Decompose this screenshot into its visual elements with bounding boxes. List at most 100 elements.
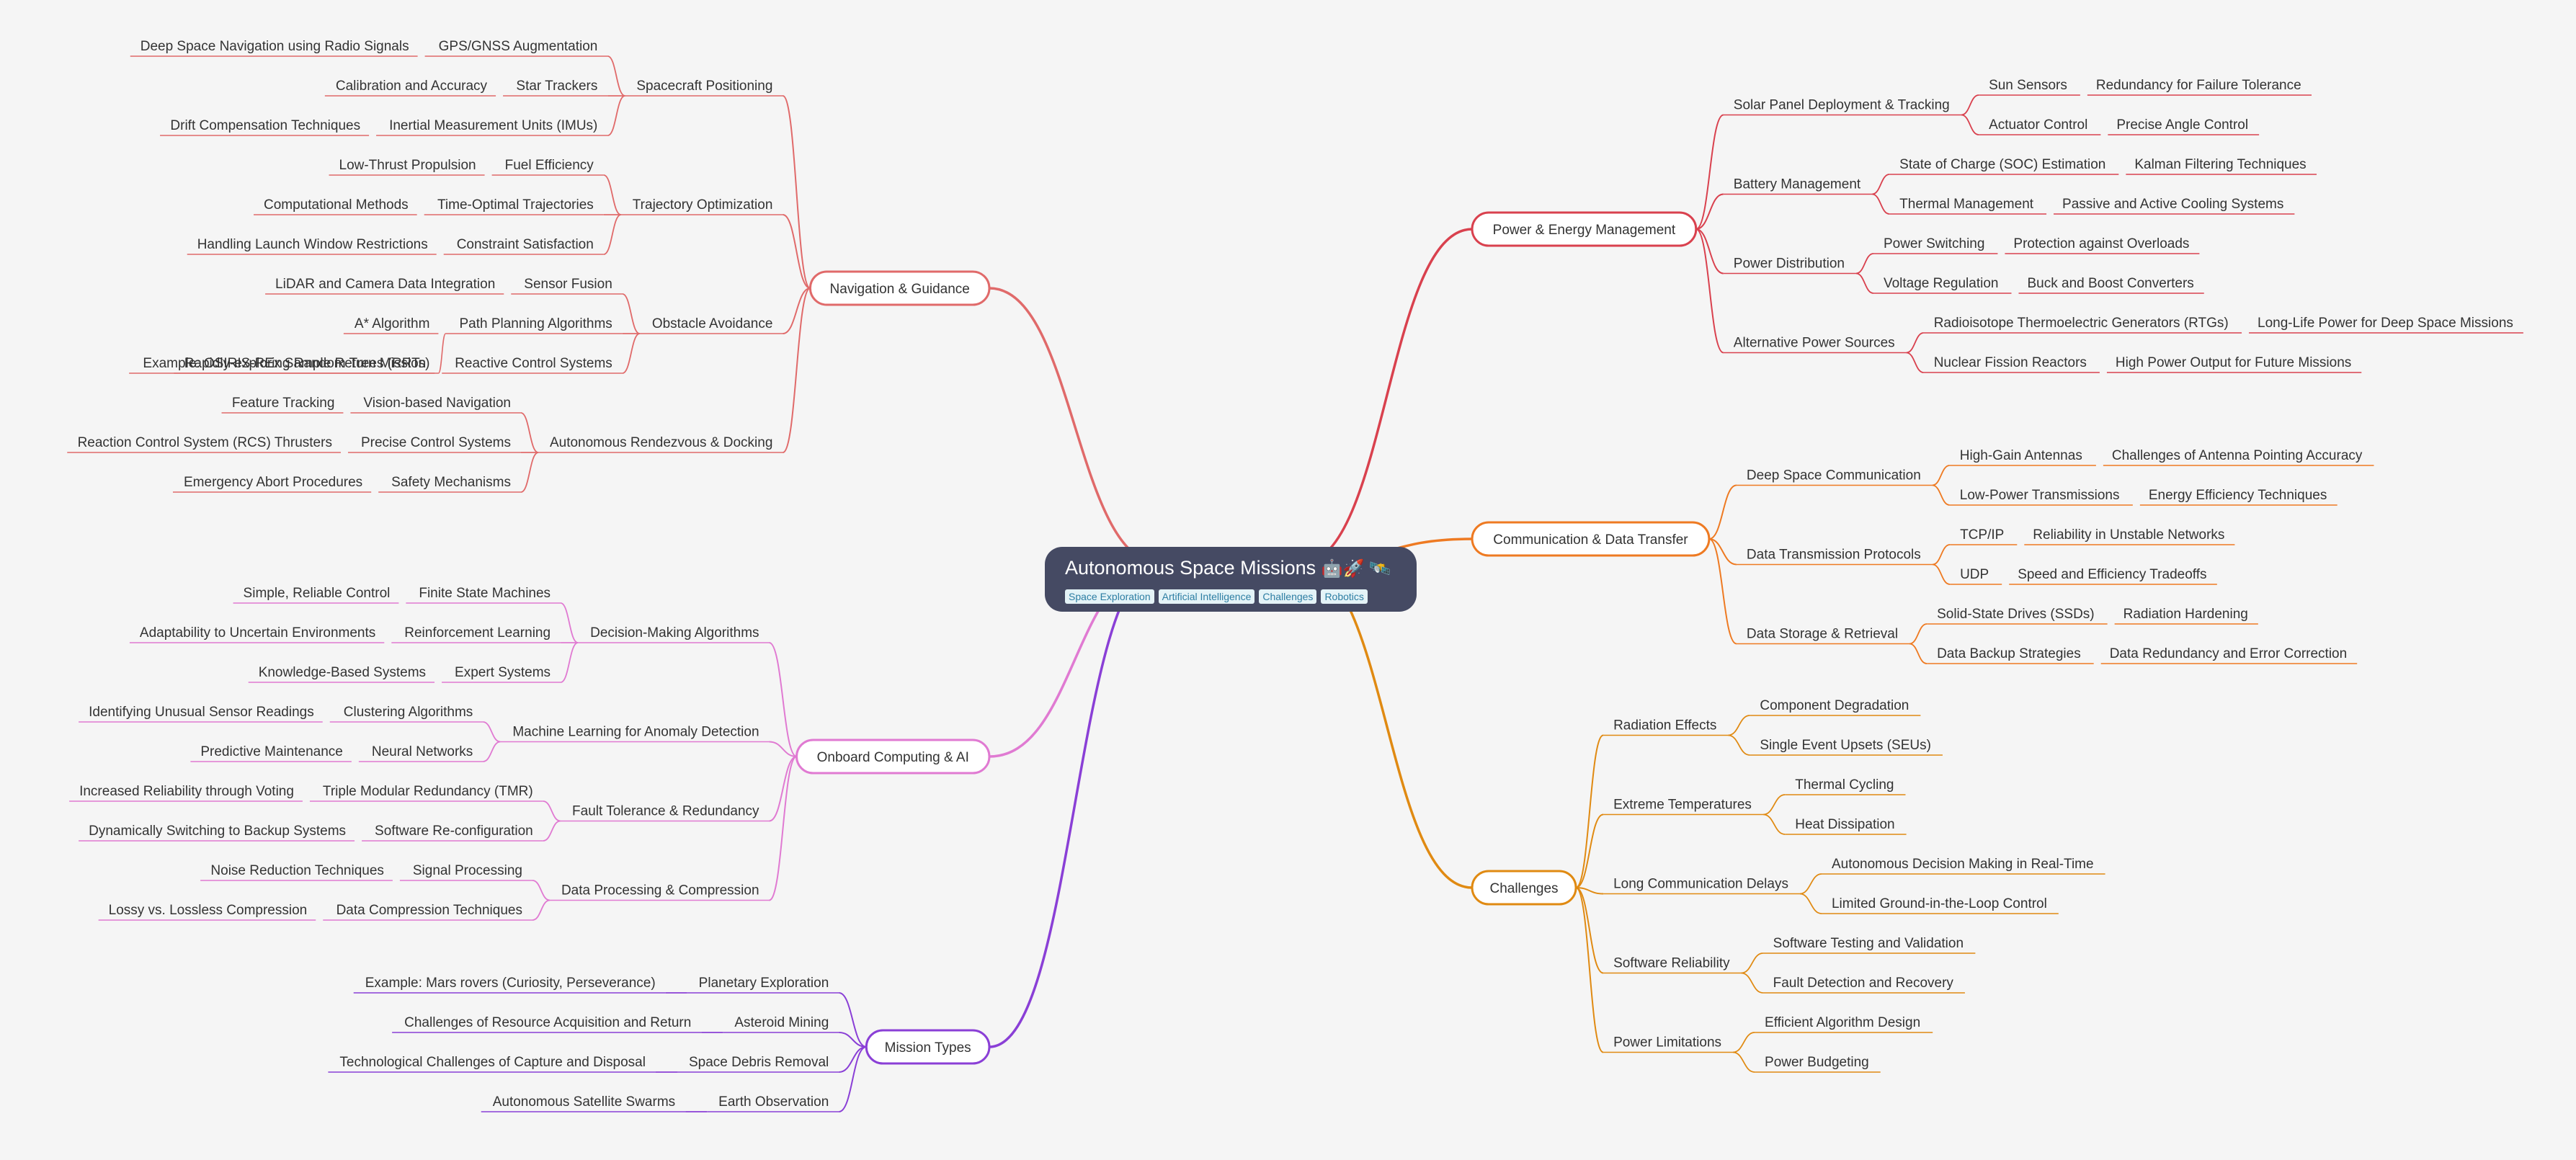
node-data-storage-retrieval[interactable]: Data Storage & Retrieval xyxy=(1747,627,1898,642)
node-protection-against-overloads[interactable]: Protection against Overloads xyxy=(2013,236,2189,251)
node-buck-and-boost-converters[interactable]: Buck and Boost Converters xyxy=(2027,276,2193,291)
node-solar-panel-deployment-tracking[interactable]: Solar Panel Deployment & Tracking xyxy=(1734,98,1950,113)
branch-mission-types[interactable]: Mission Types xyxy=(865,1029,991,1065)
node-time-optimal-trajectories[interactable]: Time-Optimal Trajectories xyxy=(437,197,594,213)
node-reactive-control-systems[interactable]: Reactive Control Systems xyxy=(455,356,612,371)
branch-challenges[interactable]: Challenges xyxy=(1471,870,1577,906)
branch-navigation-guidance[interactable]: Navigation & Guidance xyxy=(808,270,991,306)
node-radiation-hardening[interactable]: Radiation Hardening xyxy=(2123,607,2248,622)
tag-artificial-intelligence[interactable]: Artificial Intelligence xyxy=(1158,589,1255,604)
node-vision-based-navigation[interactable]: Vision-based Navigation xyxy=(363,396,511,411)
node-lidar-and-camera-data-integration[interactable]: LiDAR and Camera Data Integration xyxy=(275,277,495,292)
node-space-debris-removal[interactable]: Space Debris Removal xyxy=(689,1055,829,1070)
node-data-redundancy-and-error-correction[interactable]: Data Redundancy and Error Correction xyxy=(2110,646,2348,661)
node-deep-space-navigation-using-radio-signals[interactable]: Deep Space Navigation using Radio Signal… xyxy=(141,39,409,54)
node-signal-processing[interactable]: Signal Processing xyxy=(413,863,522,878)
node-spacecraft-positioning[interactable]: Spacecraft Positioning xyxy=(636,79,772,94)
node-data-compression-techniques[interactable]: Data Compression Techniques xyxy=(337,903,522,918)
branch-onboard-computing-ai[interactable]: Onboard Computing & AI xyxy=(795,739,991,775)
node-high-power-output-for-future-missions[interactable]: High Power Output for Future Missions xyxy=(2116,355,2351,370)
node-predictive-maintenance[interactable]: Predictive Maintenance xyxy=(200,744,343,759)
node-deep-space-communication[interactable]: Deep Space Communication xyxy=(1747,468,1921,483)
branch-power-energy-management[interactable]: Power & Energy Management xyxy=(1471,211,1698,247)
node-safety-mechanisms[interactable]: Safety Mechanisms xyxy=(391,475,511,490)
node-data-processing-compression[interactable]: Data Processing & Compression xyxy=(561,883,759,898)
node-udp[interactable]: UDP xyxy=(1960,567,1989,582)
node-data-backup-strategies[interactable]: Data Backup Strategies xyxy=(1937,646,2081,661)
node-energy-efficiency-techniques[interactable]: Energy Efficiency Techniques xyxy=(2149,488,2327,503)
node-tcp-ip[interactable]: TCP/IP xyxy=(1960,527,2004,543)
node-dynamically-switching-to-backup-systems[interactable]: Dynamically Switching to Backup Systems xyxy=(89,824,346,839)
branch-communication-data-transfer[interactable]: Communication & Data Transfer xyxy=(1471,521,1711,557)
node-challenges-of-resource-acquisition-and-return[interactable]: Challenges of Resource Acquisition and R… xyxy=(404,1015,691,1030)
node-radiation-effects[interactable]: Radiation Effects xyxy=(1613,718,1716,733)
node-path-planning-algorithms[interactable]: Path Planning Algorithms xyxy=(459,316,612,331)
node-obstacle-avoidance[interactable]: Obstacle Avoidance xyxy=(652,316,773,331)
node-adaptability-to-uncertain-environments[interactable]: Adaptability to Uncertain Environments xyxy=(140,625,375,641)
tag-space-exploration[interactable]: Space Exploration xyxy=(1065,589,1154,604)
node-autonomous-decision-making-in-real-time[interactable]: Autonomous Decision Making in Real-Time xyxy=(1832,857,2094,872)
node-fuel-efficiency[interactable]: Fuel Efficiency xyxy=(505,158,594,173)
node-constraint-satisfaction[interactable]: Constraint Satisfaction xyxy=(457,237,594,252)
node-fault-detection-and-recovery[interactable]: Fault Detection and Recovery xyxy=(1773,976,1954,991)
node-speed-and-efficiency-tradeoffs[interactable]: Speed and Efficiency Tradeoffs xyxy=(2018,567,2206,582)
node-asteroid-mining[interactable]: Asteroid Mining xyxy=(734,1015,829,1030)
node-drift-compensation-techniques[interactable]: Drift Compensation Techniques xyxy=(170,118,360,133)
node-redundancy-for-failure-tolerance[interactable]: Redundancy for Failure Tolerance xyxy=(2096,78,2301,93)
node-component-degradation[interactable]: Component Degradation xyxy=(1760,698,1909,713)
node-reinforcement-learning[interactable]: Reinforcement Learning xyxy=(404,625,551,641)
node-low-thrust-propulsion[interactable]: Low-Thrust Propulsion xyxy=(339,158,476,173)
root-node[interactable]: Autonomous Space Missions 🤖🚀 🛰️ Space Ex… xyxy=(1045,547,1417,612)
node-identifying-unusual-sensor-readings[interactable]: Identifying Unusual Sensor Readings xyxy=(89,705,314,720)
node-state-of-charge-soc-estimation[interactable]: State of Charge (SOC) Estimation xyxy=(1899,157,2105,172)
node-radioisotope-thermoelectric-generators-rtgs[interactable]: Radioisotope Thermoelectric Generators (… xyxy=(1934,316,2229,331)
node-software-re-configuration[interactable]: Software Re-configuration xyxy=(375,824,533,839)
node-challenges-of-antenna-pointing-accuracy[interactable]: Challenges of Antenna Pointing Accuracy xyxy=(2112,448,2363,463)
node-rapidly-exploring-random-trees-rrts[interactable]: Rapidly-exploring Random Trees (RRTs) xyxy=(184,356,430,371)
node-precise-angle-control[interactable]: Precise Angle Control xyxy=(2116,117,2248,133)
node-simple-reliable-control[interactable]: Simple, Reliable Control xyxy=(244,586,391,601)
node-long-life-power-for-deep-space-missions[interactable]: Long-Life Power for Deep Space Missions xyxy=(2258,316,2513,331)
node-sensor-fusion[interactable]: Sensor Fusion xyxy=(524,277,612,292)
node-triple-modular-redundancy-tmr[interactable]: Triple Modular Redundancy (TMR) xyxy=(323,784,533,799)
node-sun-sensors[interactable]: Sun Sensors xyxy=(1989,78,2067,93)
node-lossy-vs-lossless-compression[interactable]: Lossy vs. Lossless Compression xyxy=(109,903,308,918)
node-power-budgeting[interactable]: Power Budgeting xyxy=(1765,1055,1869,1070)
node-efficient-algorithm-design[interactable]: Efficient Algorithm Design xyxy=(1765,1015,1920,1030)
node-fault-tolerance-redundancy[interactable]: Fault Tolerance & Redundancy xyxy=(572,804,759,819)
node-thermal-management[interactable]: Thermal Management xyxy=(1899,197,2034,212)
node-battery-management[interactable]: Battery Management xyxy=(1734,177,1861,192)
node-increased-reliability-through-voting[interactable]: Increased Reliability through Voting xyxy=(79,784,294,799)
node-inertial-measurement-units-imus[interactable]: Inertial Measurement Units (IMUs) xyxy=(389,118,597,133)
node-neural-networks[interactable]: Neural Networks xyxy=(372,744,473,759)
node-software-testing-and-validation[interactable]: Software Testing and Validation xyxy=(1773,936,1964,951)
node-autonomous-satellite-swarms[interactable]: Autonomous Satellite Swarms xyxy=(493,1094,675,1110)
node-thermal-cycling[interactable]: Thermal Cycling xyxy=(1795,777,1894,793)
node-power-limitations[interactable]: Power Limitations xyxy=(1613,1035,1721,1050)
node-reliability-in-unstable-networks[interactable]: Reliability in Unstable Networks xyxy=(2033,527,2224,543)
node-power-switching[interactable]: Power Switching xyxy=(1884,236,1984,251)
node-star-trackers[interactable]: Star Trackers xyxy=(516,79,597,94)
node-nuclear-fission-reactors[interactable]: Nuclear Fission Reactors xyxy=(1934,355,2087,370)
node-reaction-control-system-rcs-thrusters[interactable]: Reaction Control System (RCS) Thrusters xyxy=(78,435,332,450)
node-feature-tracking[interactable]: Feature Tracking xyxy=(232,396,335,411)
node-a-algorithm[interactable]: A* Algorithm xyxy=(355,316,430,331)
node-calibration-and-accuracy[interactable]: Calibration and Accuracy xyxy=(336,79,488,94)
node-gps-gnss-augmentation[interactable]: GPS/GNSS Augmentation xyxy=(439,39,598,54)
node-long-communication-delays[interactable]: Long Communication Delays xyxy=(1613,877,1788,892)
node-knowledge-based-systems[interactable]: Knowledge-Based Systems xyxy=(259,665,426,680)
node-clustering-algorithms[interactable]: Clustering Algorithms xyxy=(344,705,473,720)
node-heat-dissipation[interactable]: Heat Dissipation xyxy=(1795,817,1894,832)
tag-challenges[interactable]: Challenges xyxy=(1259,589,1317,604)
node-extreme-temperatures[interactable]: Extreme Temperatures xyxy=(1613,798,1752,813)
node-alternative-power-sources[interactable]: Alternative Power Sources xyxy=(1734,336,1895,351)
node-emergency-abort-procedures[interactable]: Emergency Abort Procedures xyxy=(184,475,362,490)
node-software-reliability[interactable]: Software Reliability xyxy=(1613,956,1730,971)
node-planetary-exploration[interactable]: Planetary Exploration xyxy=(699,976,829,991)
node-trajectory-optimization[interactable]: Trajectory Optimization xyxy=(633,197,773,213)
node-single-event-upsets-seus[interactable]: Single Event Upsets (SEUs) xyxy=(1760,738,1931,753)
node-example-osiris-rex-sample-return-mission[interactable]: Example: OSIRIS-REx Sample Return Missio… xyxy=(143,356,426,371)
node-handling-launch-window-restrictions[interactable]: Handling Launch Window Restrictions xyxy=(197,237,428,252)
node-power-distribution[interactable]: Power Distribution xyxy=(1734,256,1845,272)
node-expert-systems[interactable]: Expert Systems xyxy=(455,665,551,680)
